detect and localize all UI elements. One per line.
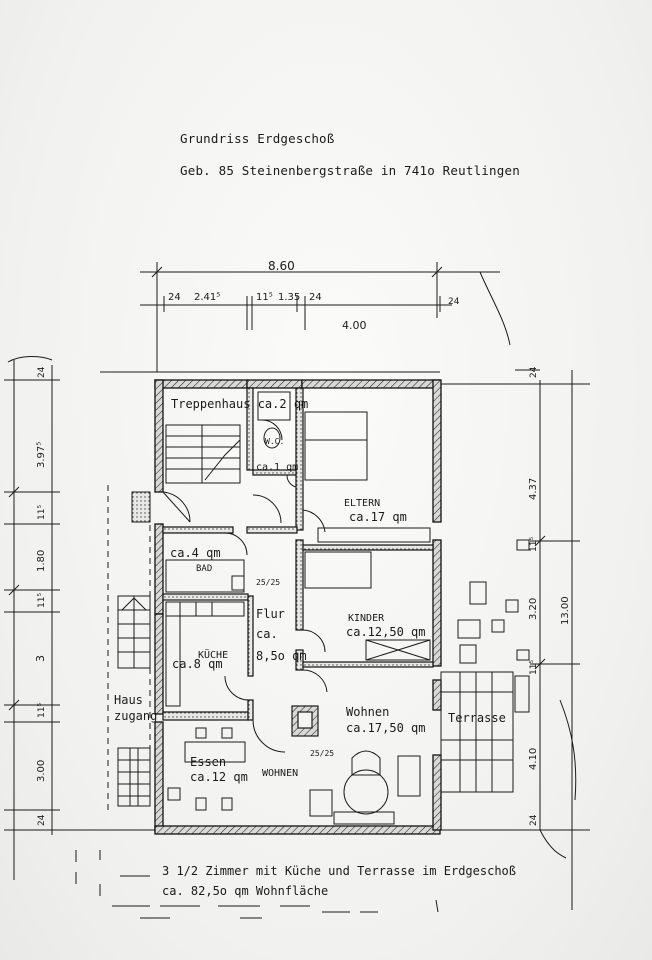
dim-135: 1.35: [278, 292, 300, 303]
terrace-area: [440, 539, 577, 801]
dim-24-a: 24: [168, 292, 181, 303]
plan-title: Grundriss Erdgeschoß: [180, 131, 335, 146]
room-flur-area: 8,5o qm: [256, 649, 307, 663]
dim-24-c: 24: [448, 297, 460, 307]
dim-left-115-b: 11⁵: [37, 593, 47, 608]
dim-left-24-b: 24: [37, 814, 47, 826]
room-kinder-area: ca.12,50 qm: [346, 625, 425, 639]
staircase: [165, 424, 241, 484]
room-treppenhaus: Treppenhaus ca.2 qm: [171, 397, 308, 411]
footer-dashes: [75, 850, 439, 919]
room-eltern-name: ELTERN: [344, 498, 380, 509]
essen-furniture: [167, 727, 246, 811]
room-kinder-name: KINDER: [348, 613, 385, 624]
tiled-stove: [291, 705, 319, 737]
hauszugang-line2: zugang: [114, 709, 157, 723]
room-bad-dim: 25/25: [256, 578, 280, 587]
dim-left-115-a: 11⁵: [37, 505, 47, 520]
dim-400: 4.00: [342, 319, 367, 332]
dim-115-top: 11⁵: [256, 292, 273, 303]
dim-left-397: 3.97⁵: [36, 442, 47, 468]
hauszugang-path: [107, 485, 151, 810]
top-dimension-lines: [100, 262, 511, 373]
left-dimension-lines: [4, 356, 155, 880]
room-kueche-name: KÜCHE: [198, 648, 228, 661]
summary-area: ca. 82,5o qm Wohnfläche: [162, 884, 329, 898]
dim-right-437: 4.37: [528, 478, 539, 500]
dim-right-320: 3.20: [528, 598, 539, 620]
left-dimension-labels: 24 3.97⁵ 11⁵ 1.80 11⁵ 3 11⁵ 3.00 24: [34, 366, 47, 826]
dim-right-24: 24: [529, 366, 539, 378]
bath-fixtures: [165, 559, 245, 601]
dim-left-180: 1.80: [36, 550, 47, 572]
dim-right-410: 4.10: [528, 748, 539, 770]
exterior-walls: [154, 379, 442, 835]
room-essen-name: Essen: [190, 755, 226, 769]
room-bad-area: ca.4 qm: [170, 546, 221, 560]
room-flur-name: Flur: [256, 607, 285, 621]
dim-left-3: 3: [34, 655, 47, 662]
room-eltern-area: ca.17 qm: [349, 510, 407, 524]
dim-241: 2.41⁵: [194, 292, 220, 303]
dim-left-24: 24: [37, 366, 47, 378]
room-kueche-area: ca.8 qm: [172, 657, 223, 671]
room-flur-ca: ca.: [256, 627, 278, 641]
hauszugang-line1: Haus: [114, 693, 143, 707]
wc-fixtures: [257, 391, 291, 449]
room-wohnen-name: Wohnen: [346, 705, 389, 719]
kinder-furniture: [304, 551, 431, 661]
dim-right-1300: 13.00: [560, 596, 571, 625]
dim-right-115: 11⁵: [529, 537, 539, 552]
room-wc-label: W.C.: [265, 437, 284, 446]
right-dimension-labels: 24 4.37 11⁵ 3.20 13.00 11⁵ 4.10 24: [528, 366, 571, 826]
dim-right-115-b: 11⁵: [529, 660, 539, 675]
dim-left-300: 3.00: [36, 760, 47, 782]
room-labels: Treppenhaus ca.2 qm W.C. ca.1 qm ELTERN …: [114, 397, 506, 784]
room-bad-name: BAD: [196, 564, 212, 574]
room-wohnen-area: ca.17,50 qm: [346, 721, 425, 735]
dim-left-115-c: 11⁵: [37, 703, 47, 718]
top-dimension-labels: 8.60 24 2.41⁵ 11⁵ 1.35 24 4.00 24: [168, 259, 460, 332]
kitchen-fixtures: [165, 601, 245, 707]
room-terrasse: Terrasse: [448, 711, 506, 725]
room-wohnen-caps: WOHNEN: [262, 768, 298, 779]
right-dimension-lines: [440, 369, 590, 910]
total-width-label: 8.60: [268, 259, 295, 273]
room-essen-area: ca.12 qm: [190, 770, 248, 784]
interior-walls: [162, 387, 434, 721]
eltern-bed: [304, 411, 431, 543]
dim-24-b: 24: [309, 292, 322, 303]
dim-right-24-b: 24: [529, 814, 539, 826]
plan-address: Geb. 85 Steinenbergstraße in 741o Reutli…: [180, 163, 520, 178]
summary-rooms: 3 1/2 Zimmer mit Küche und Terrasse im E…: [162, 864, 517, 878]
stove-dim: 25/25: [310, 749, 334, 758]
room-wc-area: ca.1 qm: [256, 462, 298, 473]
wohnen-furniture: [309, 750, 421, 825]
